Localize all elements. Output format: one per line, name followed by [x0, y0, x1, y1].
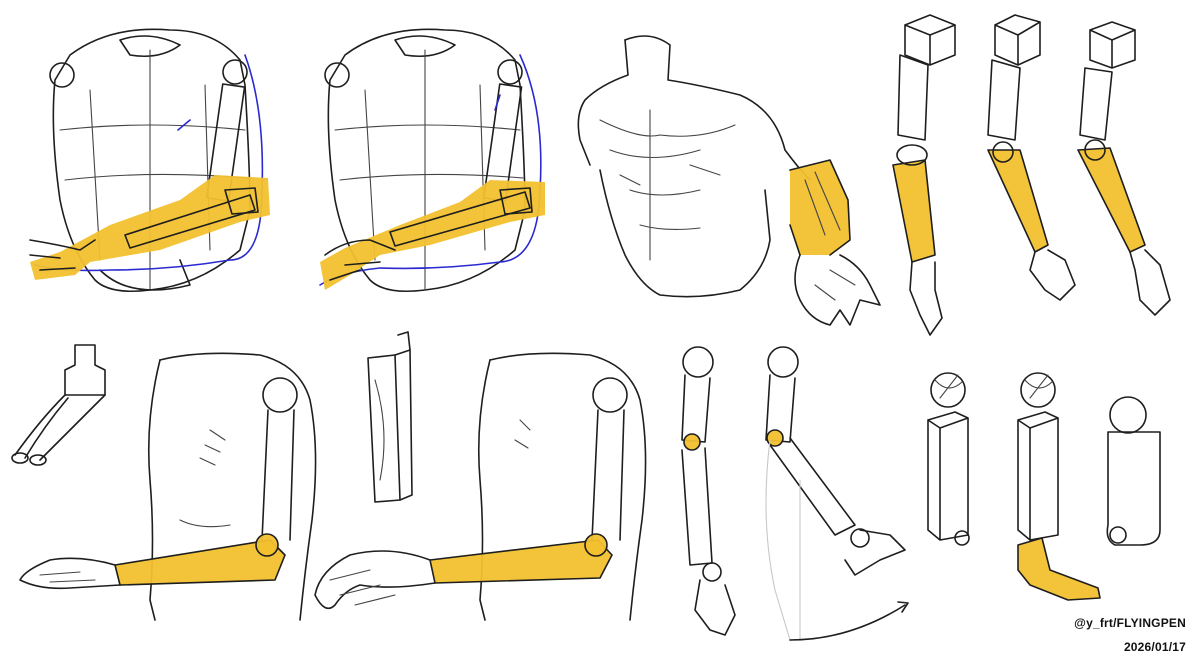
sketch-bent-tube	[11, 344, 106, 466]
credit-handle: @y_frt/FLYINGPEN	[1074, 616, 1186, 630]
credit-date: 2026/01/17	[1123, 640, 1186, 654]
sketch-shoulder-blocks	[927, 372, 1161, 601]
sketch-torso-arm-crossing-1	[29, 28, 270, 293]
sketch-muscular-torso-forearm	[577, 35, 881, 326]
sketch-jointed-arms	[681, 346, 909, 641]
sketch-side-torso-arm-1	[19, 352, 317, 621]
sketch-vertical-block	[367, 331, 413, 503]
sketch-side-torso-arm-2	[314, 352, 647, 621]
sketch-box-arms-three	[892, 14, 1171, 336]
sketch-torso-arm-crossing-2	[319, 28, 545, 293]
